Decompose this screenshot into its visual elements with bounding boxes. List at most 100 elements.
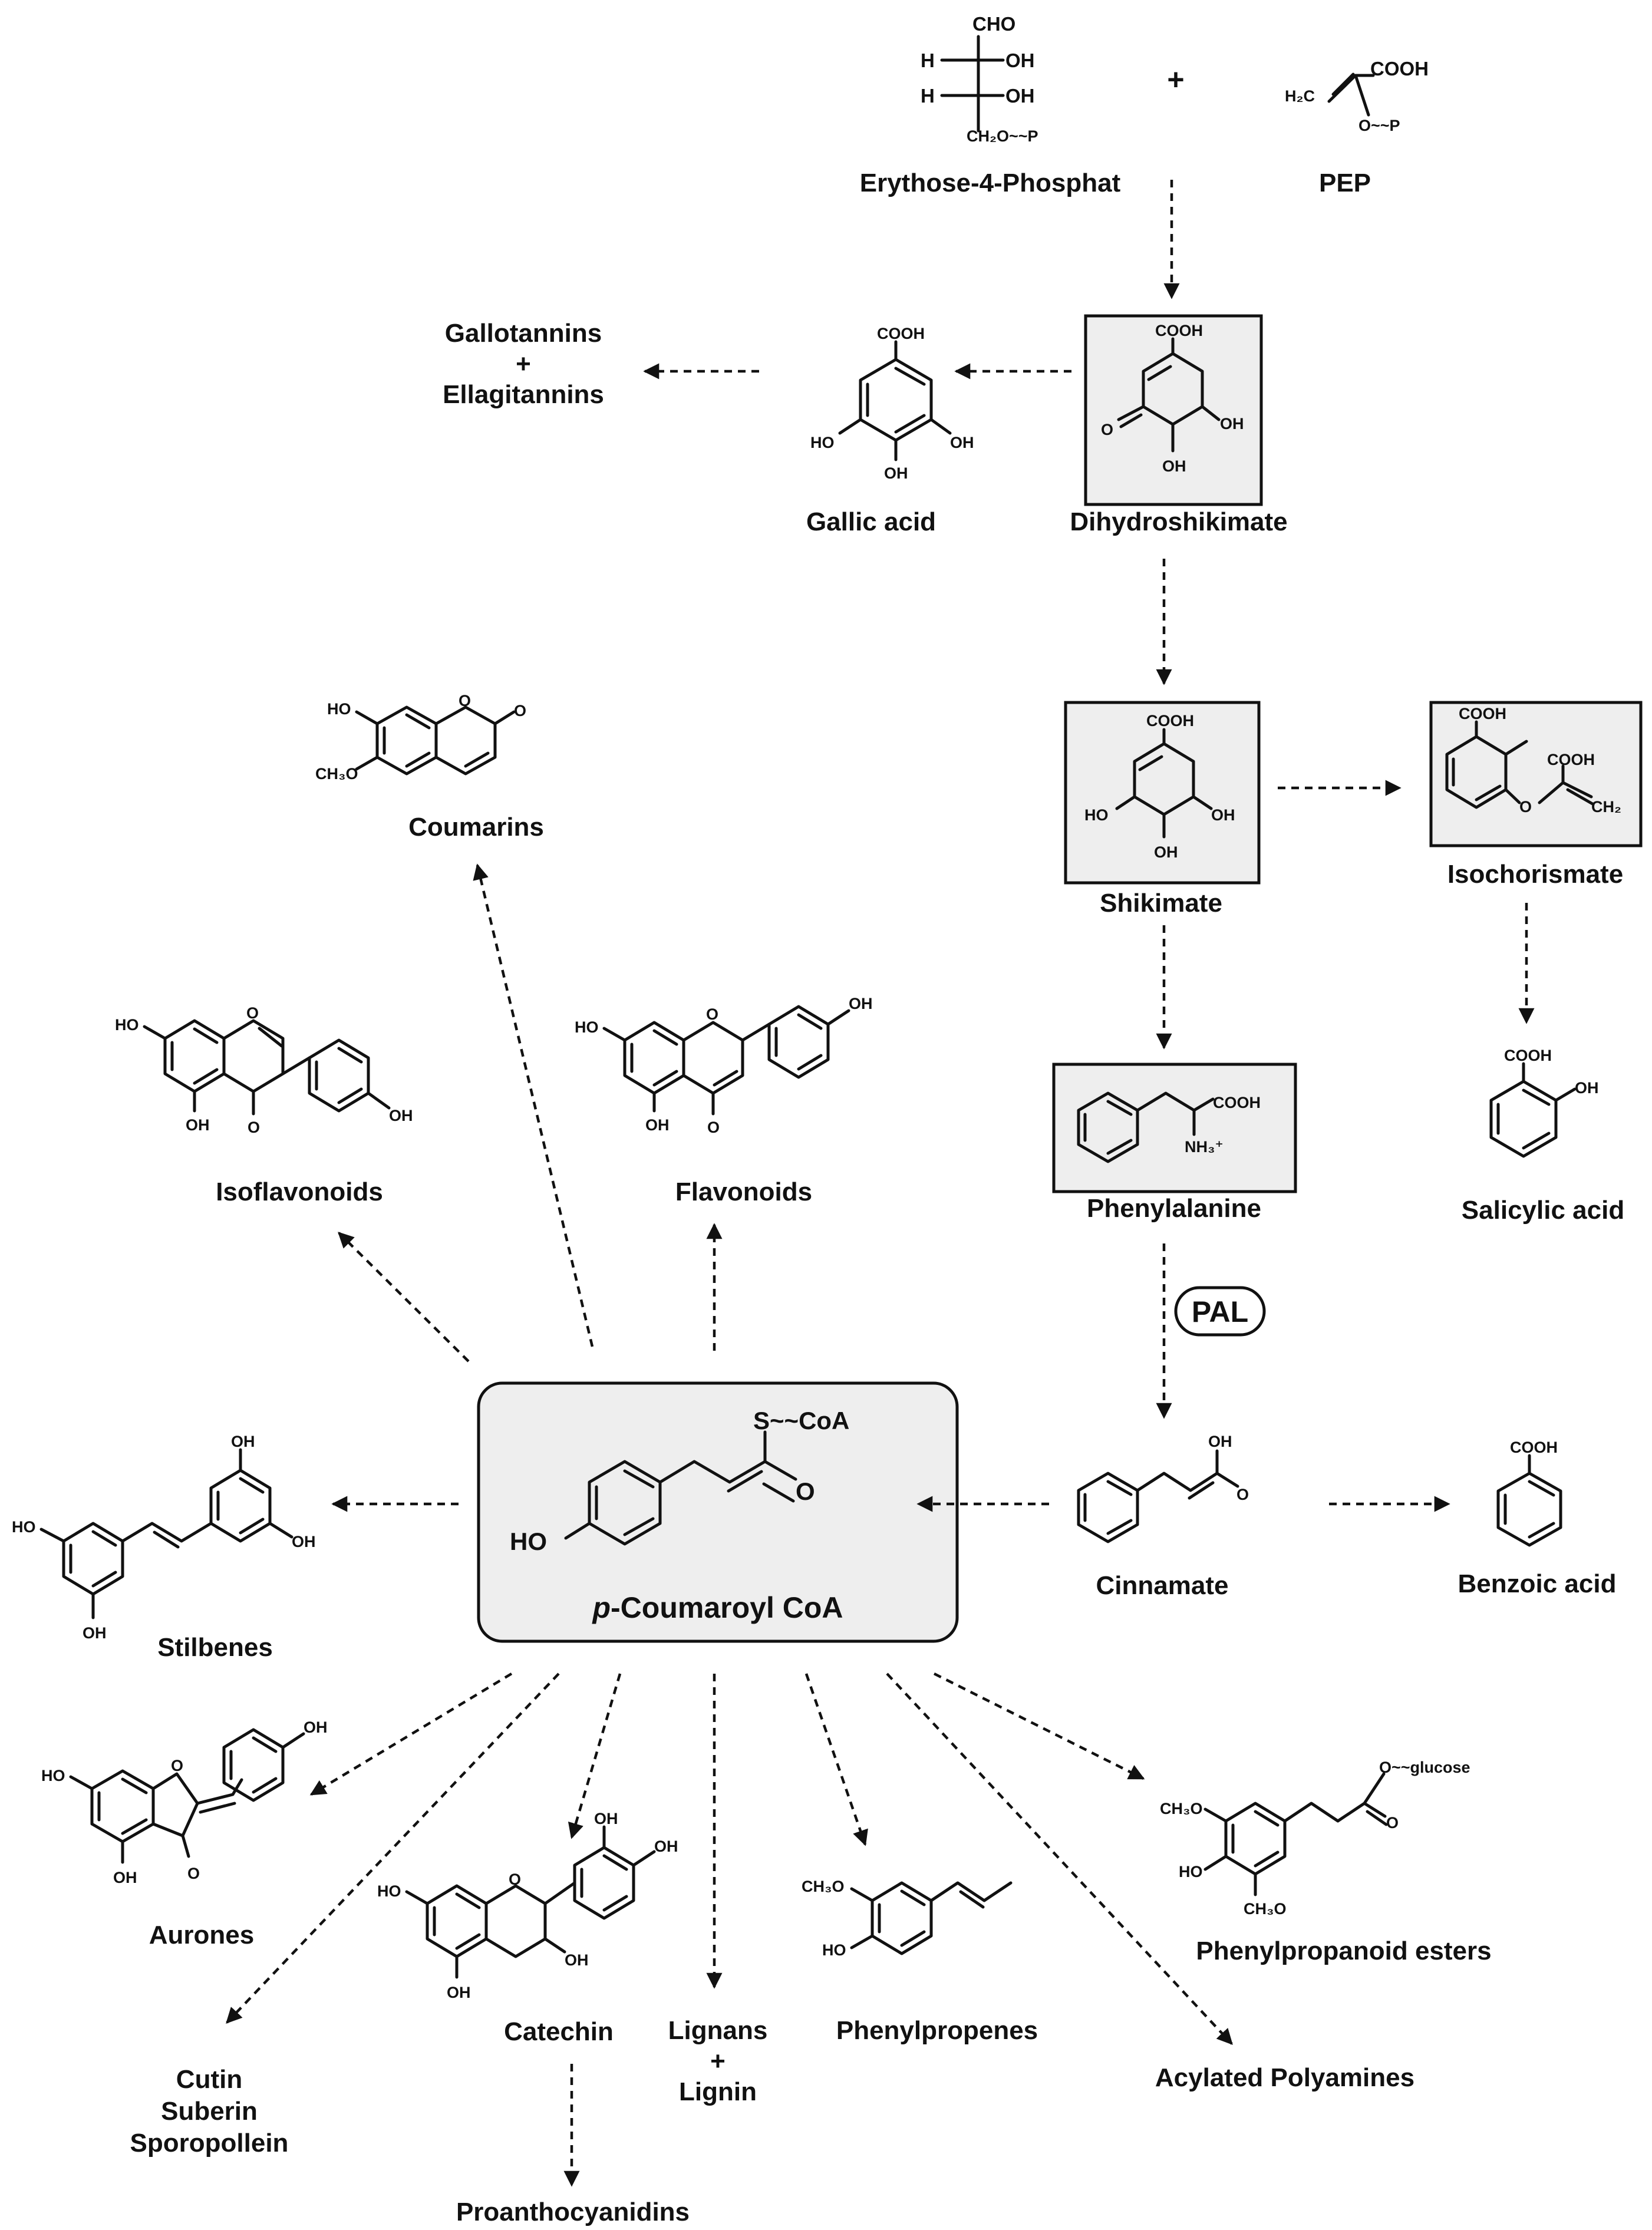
coumaroyl-ho: HO — [510, 1528, 547, 1555]
phenylalanine-cooh: COOH — [1213, 1094, 1261, 1111]
pep-cooh: COOH — [1370, 58, 1429, 80]
label-cinnamate: Cinnamate — [1096, 1571, 1229, 1600]
salicylic-oh: OH — [1575, 1079, 1599, 1097]
arrow-coumaroyl-to-coumarins — [473, 863, 594, 1347]
catechin-ho: HO — [377, 1882, 401, 1900]
label-acylated-polyamines: Acylated Polyamines — [1155, 2063, 1414, 2092]
label-lignans: Lignans — [668, 2016, 768, 2045]
label-dihydroshikimate: Dihydroshikimate — [1070, 507, 1287, 536]
arrow-coumaroyl-to-isoflavonoids — [338, 1232, 470, 1363]
isoflavonoids-structure: O O HO OH OH — [115, 1004, 413, 1136]
label-flavonoids: Flavonoids — [675, 1177, 812, 1206]
label-ellagitannins: Ellagitannins — [443, 380, 604, 409]
arrow-coumaroyl-to-phenylpropenes — [804, 1673, 868, 1846]
label-erythrose: Erythose-4-Phosphat — [860, 169, 1121, 197]
aurones-structure: O O HO OH OH — [41, 1718, 328, 1886]
coumaroyl-structure: HO O S~~CoA — [510, 1407, 849, 1555]
coumarins-structure: O O HO CH₃O — [315, 692, 526, 783]
label-sporopollein: Sporopollein — [130, 2129, 289, 2158]
stilbene-oh2: OH — [231, 1433, 255, 1450]
label-isoflavonoids: Isoflavonoids — [216, 1177, 383, 1206]
phenylalanine-box — [1052, 1063, 1297, 1193]
pal-enzyme: PAL — [1174, 1286, 1266, 1337]
shikimate-oh2: OH — [1154, 843, 1178, 861]
erythrose-h2: H — [921, 85, 935, 107]
salicylic-cooh: COOH — [1504, 1047, 1552, 1064]
isoflavone-carbonyl-o: O — [248, 1119, 260, 1136]
label-aurones: Aurones — [149, 1921, 254, 1949]
phenylalanine-structure: COOH NH₃⁺ — [1077, 1091, 1261, 1163]
isochorismate-o: O — [1519, 798, 1532, 816]
flavonoids-structure: O O HO OH OH — [575, 995, 873, 1136]
phenylpropene-ch3o: CH₃O — [802, 1878, 844, 1895]
label-lignans-plus: + — [710, 2047, 726, 2076]
isoflavone-ho1: HO — [115, 1016, 139, 1034]
gallic-structure: COOH HO OH OH — [810, 325, 974, 482]
isochorismate-ch2: CH₂ — [1591, 798, 1621, 816]
dihydro-oh1: OH — [1220, 415, 1244, 433]
gallic-oh2: OH — [884, 464, 908, 482]
erythrose-h1: H — [921, 50, 935, 71]
phenylpropenes-structure: CH₃O HO — [802, 1878, 1013, 1959]
catechin-structure: O HO OH OH OH OH — [377, 1810, 678, 2001]
label-gallotannins: Gallotannins — [445, 319, 602, 348]
catechin-oh3: OH — [594, 1810, 618, 1827]
isochorismate-cooh2: COOH — [1547, 751, 1595, 768]
plus-sign: + — [1167, 63, 1184, 96]
label-lignin: Lignin — [679, 2077, 757, 2106]
flavone-ring-o: O — [706, 1005, 718, 1023]
coumaroyl-o: O — [796, 1477, 815, 1505]
coumarin-ch3o: CH₃O — [315, 765, 358, 783]
isochorismate-cooh1: COOH — [1459, 705, 1506, 723]
dihydro-oh2: OH — [1162, 457, 1186, 475]
label-tannins-plus: + — [516, 349, 531, 378]
label-cutin: Cutin — [176, 2065, 242, 2094]
flavone-ho: HO — [575, 1018, 599, 1036]
aurone-ho: HO — [41, 1767, 65, 1784]
erythrose-structure: CHO H H OH OH CH₂O~~P — [921, 13, 1038, 145]
coumarin-carbonyl-o: O — [514, 702, 526, 720]
isochorismate-structure: COOH COOH O CH₂ — [1445, 705, 1621, 816]
label-salicylic-acid: Salicylic acid — [1462, 1196, 1624, 1225]
coumarin-ring-o: O — [459, 692, 471, 710]
label-coumaroyl-rest: -Coumaroyl CoA — [611, 1591, 843, 1624]
coumaroyl-scoa: S~~CoA — [753, 1407, 849, 1434]
aurone-ring-o: O — [171, 1757, 183, 1774]
flavone-oh2: OH — [849, 995, 873, 1012]
shikimate-cooh: COOH — [1146, 712, 1194, 730]
benzoic-structure: COOH — [1496, 1439, 1562, 1547]
arrow-coumaroyl-to-cutin — [226, 1672, 560, 2024]
label-suberin: Suberin — [161, 2097, 258, 2126]
aurone-carbonyl-o: O — [187, 1865, 200, 1882]
ester-ho: HO — [1179, 1863, 1203, 1881]
shikimate-box — [1064, 701, 1261, 885]
label-phenylalanine: Phenylalanine — [1087, 1194, 1261, 1223]
dihydro-cooh: COOH — [1155, 322, 1203, 339]
pep-structure: H₂C COOH O~~P — [1285, 58, 1429, 134]
coumarin-ho: HO — [327, 700, 351, 718]
ester-ch3o1: CH₃O — [1160, 1800, 1202, 1817]
label-pep: PEP — [1319, 169, 1371, 197]
label-proanthocyanidins: Proanthocyanidins — [456, 2198, 690, 2226]
phenylalanine-nh3: NH₃⁺ — [1185, 1138, 1224, 1156]
dihydroshikimate-structure: COOH O OH OH — [1101, 322, 1244, 475]
erythrose-oh2: OH — [1005, 85, 1035, 107]
pal-label: PAL — [1192, 1295, 1248, 1328]
cinnamate-oh: OH — [1208, 1433, 1232, 1450]
label-coumaroyl-coa: p-Coumaroyl CoA — [591, 1591, 843, 1624]
isochorismate-box — [1429, 701, 1643, 847]
coumaroyl-coa-box — [477, 1381, 959, 1643]
catechin-oh2: OH — [565, 1951, 589, 1969]
shikimate-structure: COOH HO OH OH — [1084, 712, 1235, 861]
label-coumarins: Coumarins — [408, 813, 544, 842]
flavone-oh1: OH — [645, 1116, 670, 1134]
stilbene-ho: HO — [12, 1518, 36, 1536]
isoflavone-oh2: OH — [389, 1107, 413, 1124]
dihydro-o: O — [1101, 421, 1113, 438]
label-phenylpropanoid-esters: Phenylpropanoid esters — [1196, 1937, 1491, 1965]
label-stilbenes: Stilbenes — [157, 1633, 273, 1662]
label-gallic-acid: Gallic acid — [806, 507, 936, 536]
cinnamate-structure: OH O — [1077, 1433, 1249, 1543]
gallic-ho: HO — [810, 434, 835, 451]
